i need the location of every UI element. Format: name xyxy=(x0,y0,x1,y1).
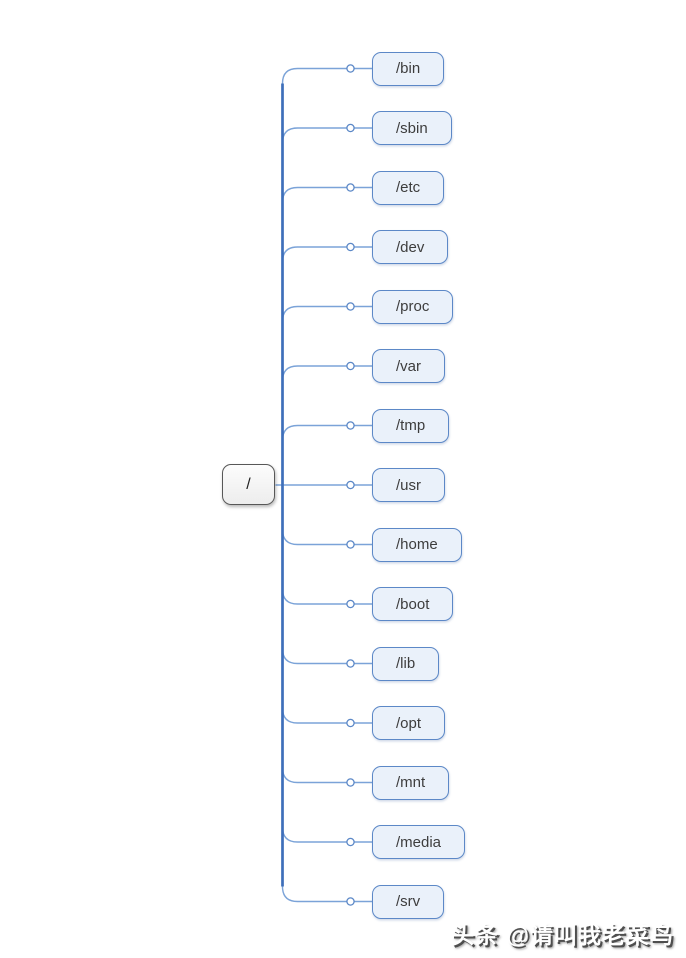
branch-terminal-dot xyxy=(346,183,355,192)
tree-node-opt[interactable]: /opt xyxy=(372,706,446,740)
tree-node-proc[interactable]: /proc xyxy=(372,289,454,324)
tree-node-label: /tmp xyxy=(396,417,426,434)
branch-terminal-dot xyxy=(346,659,355,668)
branch-line xyxy=(281,424,347,441)
tree-node-usr[interactable]: /usr xyxy=(372,468,446,502)
watermark: 头条 @请叫我老菜鸟 xyxy=(451,922,674,948)
tree-node-label: /srv xyxy=(396,893,421,910)
tree-root-label: / xyxy=(246,475,251,493)
branch-terminal-dot xyxy=(346,123,355,133)
branch-terminal-dot xyxy=(346,718,355,728)
tree-node-label: /var xyxy=(396,357,422,375)
tree-node-label: /mnt xyxy=(396,774,426,791)
branch-terminal-dot xyxy=(346,361,355,371)
tree-node-lib[interactable]: /lib xyxy=(372,646,440,681)
branch-line xyxy=(281,707,347,724)
branch-terminal-dot xyxy=(346,778,355,787)
branch-line xyxy=(281,127,347,144)
tree-node-home[interactable]: /home xyxy=(372,527,462,562)
branch-line xyxy=(281,67,347,84)
tree-node-label: /proc xyxy=(396,298,430,315)
tree-node-sbin[interactable]: /sbin xyxy=(372,111,452,145)
tree-node-label: /opt xyxy=(396,714,422,732)
tree-node-label: /etc xyxy=(396,179,421,196)
branch-line xyxy=(281,767,347,784)
branch-terminal-dot xyxy=(346,599,355,609)
branch-line xyxy=(281,648,347,665)
tree-node-tmp[interactable]: /tmp xyxy=(372,408,450,443)
branch-line xyxy=(281,246,347,263)
tree-node-srv[interactable]: /srv xyxy=(372,884,445,919)
tree-node-label: /lib xyxy=(396,655,416,672)
branch-terminal-dot xyxy=(346,242,355,252)
tree-node-label: /sbin xyxy=(396,119,428,137)
tree-node-label: /home xyxy=(396,536,438,553)
tree-node-label: /bin xyxy=(396,60,421,77)
tree-node-label: /media xyxy=(396,833,442,851)
tree-node-dev[interactable]: /dev xyxy=(372,230,449,264)
branch-line xyxy=(281,529,347,546)
tree-node-label: /usr xyxy=(396,476,422,494)
tree-node-mnt[interactable]: /mnt xyxy=(372,765,450,800)
branch-terminal-dot xyxy=(346,837,355,847)
branch-terminal-dot xyxy=(346,64,355,73)
tree-node-boot[interactable]: /boot xyxy=(372,587,454,621)
tree-root-node[interactable]: / xyxy=(222,464,275,505)
branch-terminal-dot xyxy=(346,302,355,311)
branch-terminal-dot xyxy=(346,897,355,906)
tree-node-label: /dev xyxy=(396,238,425,256)
tree-node-etc[interactable]: /etc xyxy=(372,170,445,205)
branch-line xyxy=(281,305,347,322)
branch-terminal-dot xyxy=(346,421,355,430)
branch-line xyxy=(281,826,347,843)
tree-node-label: /boot xyxy=(396,595,430,613)
tree-node-var[interactable]: /var xyxy=(372,349,446,383)
branch-terminal-dot xyxy=(346,480,355,490)
tree-node-bin[interactable]: /bin xyxy=(372,51,445,86)
branch-line xyxy=(281,365,347,382)
branch-line xyxy=(281,186,347,203)
branch-terminal-dot xyxy=(346,540,355,549)
branch-line xyxy=(281,588,347,605)
tree-node-media[interactable]: /media xyxy=(372,825,466,859)
branch-line xyxy=(281,886,347,903)
